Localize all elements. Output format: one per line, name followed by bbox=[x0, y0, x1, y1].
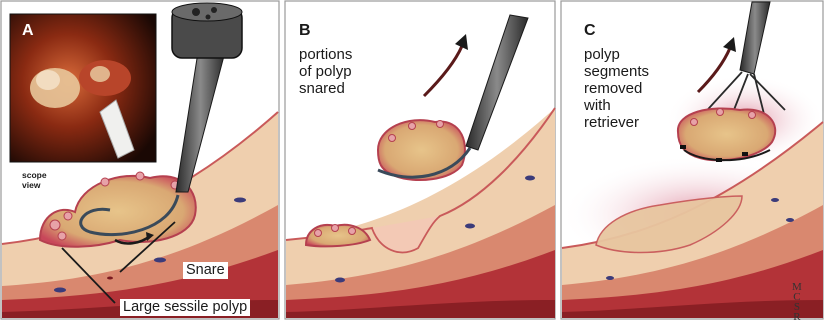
panel-a-art bbox=[2, 3, 278, 318]
polyp-label: Large sessile polyp bbox=[120, 299, 250, 316]
scope-view-caption: scope view bbox=[22, 170, 47, 190]
panel-c-letter: C bbox=[584, 22, 596, 40]
panel-b-caption: portions of polyp snared bbox=[299, 46, 352, 97]
panel-b-letter: B bbox=[299, 22, 311, 40]
panel-c-caption: polyp segments removed with retriever bbox=[584, 46, 649, 131]
snare-label: Snare bbox=[183, 262, 228, 279]
mcsr-watermark: M C S R bbox=[792, 282, 802, 322]
panel-a-letter: A bbox=[22, 22, 34, 40]
